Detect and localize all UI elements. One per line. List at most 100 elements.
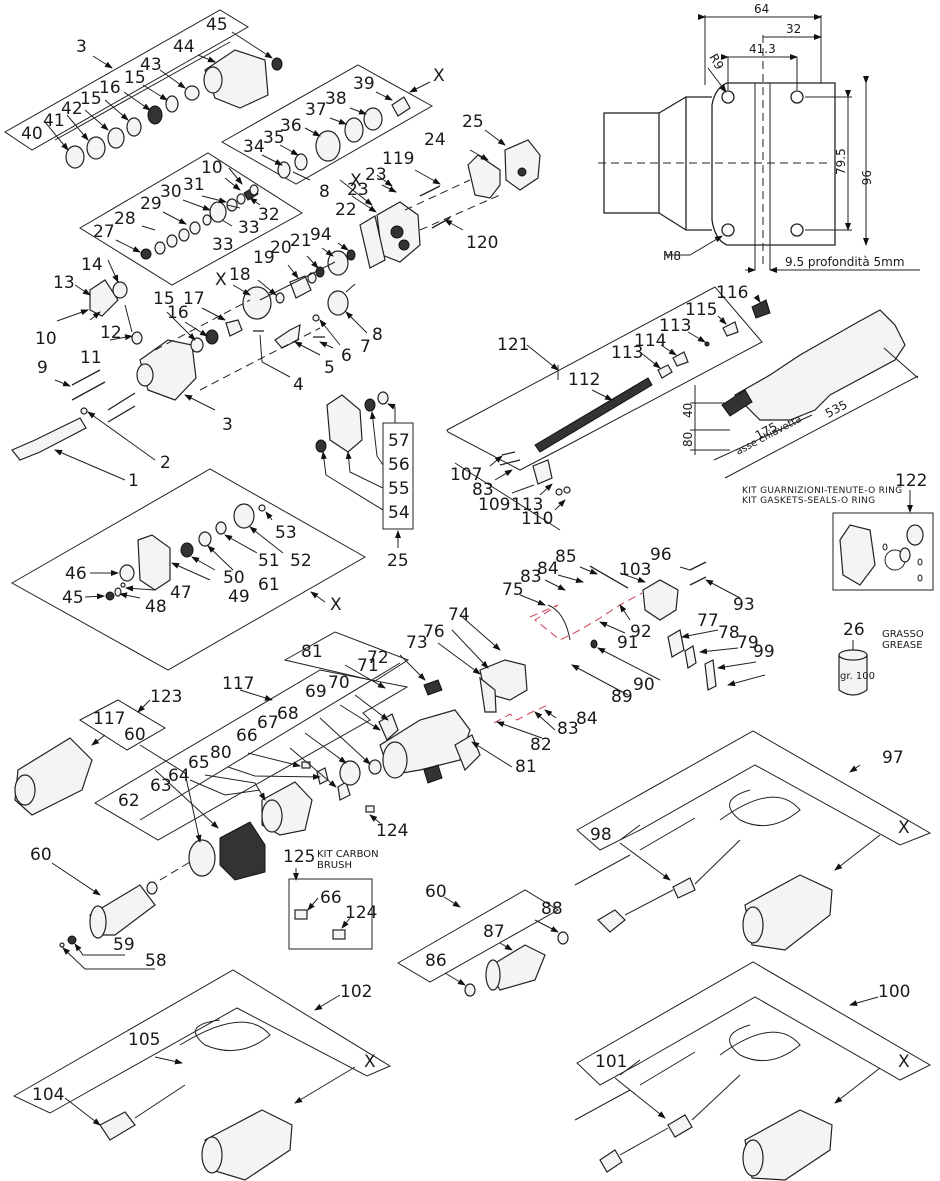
label-119: 119 <box>382 149 414 169</box>
circlip-14 <box>112 281 128 299</box>
label-15: 15 <box>80 89 102 109</box>
kit-outline <box>79 699 166 751</box>
bearing-46 <box>119 564 135 582</box>
bearing-88 <box>557 931 569 945</box>
kit-outline <box>4 9 249 151</box>
bearing-43 <box>184 85 200 101</box>
switch-78 <box>684 645 697 669</box>
label-61: 61 <box>258 575 280 595</box>
kit-outline <box>446 286 763 471</box>
nut-17 <box>225 319 243 337</box>
grease-can <box>838 655 868 696</box>
label-29: 29 <box>140 194 162 214</box>
label-33: 33 <box>238 218 260 238</box>
dimension-79-5: 79.5 <box>834 148 848 175</box>
bearing-37 <box>344 117 364 143</box>
label-10: 10 <box>35 329 57 349</box>
label-113: 113 <box>511 495 543 515</box>
label-83: 83 <box>557 719 579 739</box>
switch-98 <box>672 877 696 899</box>
label-104: 104 <box>32 1085 64 1105</box>
label-83: 83 <box>520 567 542 587</box>
label-94: 94 <box>310 225 332 245</box>
motor <box>744 874 833 951</box>
label-43: 43 <box>140 55 162 75</box>
label-17: 17 <box>183 289 205 309</box>
label-45: 45 <box>62 588 84 608</box>
label-49: 49 <box>228 587 250 607</box>
label-15: 15 <box>153 289 175 309</box>
oring-34 <box>277 161 291 179</box>
holder-67 <box>337 781 351 801</box>
label-16: 16 <box>99 78 121 98</box>
oring-57 <box>377 391 389 405</box>
label-113: 113 <box>611 343 643 363</box>
label-120: 120 <box>466 233 498 253</box>
label-60: 60 <box>30 845 52 865</box>
label-75: 75 <box>502 580 524 600</box>
label-38: 38 <box>325 89 347 109</box>
oring-2 <box>80 407 88 415</box>
brush-124 <box>365 805 375 813</box>
kit-box <box>288 878 373 950</box>
grease-weight: gr. 100 <box>840 671 875 682</box>
bolt <box>107 392 136 411</box>
label-71: 71 <box>357 656 379 676</box>
label-8: 8 <box>319 182 330 202</box>
label-125: 125 <box>283 847 315 867</box>
threaded-spindle <box>721 389 753 417</box>
label-68: 68 <box>277 704 299 724</box>
label-59: 59 <box>113 935 135 955</box>
label-54: 54 <box>388 503 410 523</box>
label-86: 86 <box>425 951 447 971</box>
label-84: 84 <box>576 709 598 729</box>
label-46: 46 <box>65 564 87 584</box>
bearing-50 <box>180 542 194 558</box>
label-107: 107 <box>450 465 482 485</box>
kit-outline <box>576 961 932 1086</box>
label-63: 63 <box>150 776 172 796</box>
label-55: 55 <box>388 479 410 499</box>
ring-35 <box>294 153 308 171</box>
group-rear-cover: 57 56 55 54 25 <box>315 391 414 571</box>
depth-note: 9.5 profondità 5mm <box>785 255 905 269</box>
label-34: 34 <box>243 137 265 157</box>
label-56: 56 <box>388 455 410 475</box>
label-92: 92 <box>630 622 652 642</box>
label-80: 80 <box>210 743 232 763</box>
label-23: 23 <box>365 165 387 185</box>
cable-loop <box>719 1024 801 1062</box>
spring-59 <box>67 935 77 945</box>
dimension-535: 535 <box>823 398 850 421</box>
connector-115 <box>722 321 739 337</box>
label-72: 72 <box>367 648 389 668</box>
label-23: 23 <box>347 180 369 200</box>
label-89: 89 <box>611 687 633 707</box>
label-117: 117 <box>222 674 254 694</box>
kit-outline <box>576 730 932 851</box>
label-96: 96 <box>650 545 672 565</box>
gear-x <box>242 286 272 320</box>
bearing-45 <box>271 57 283 71</box>
label-2: 2 <box>160 453 171 473</box>
label-87: 87 <box>483 922 505 942</box>
label-41: 41 <box>43 111 65 131</box>
kit-carbon-label: KIT CARBON <box>317 849 379 860</box>
bearing-56 <box>364 398 376 412</box>
ring-18 <box>275 292 285 304</box>
grease-label-en: GREASE <box>882 640 923 651</box>
label-24: 24 <box>424 130 446 150</box>
housing-49 <box>137 534 171 591</box>
label-x: X <box>364 1052 376 1072</box>
label-x: X <box>898 818 910 838</box>
group-armature: 60 59 58 <box>30 845 191 971</box>
label-109: 109 <box>478 495 510 515</box>
switch-77 <box>667 629 685 658</box>
washer-41 <box>86 136 106 160</box>
label-124: 124 <box>376 821 408 841</box>
label-5: 5 <box>324 358 335 378</box>
plug <box>597 909 626 933</box>
group-armature-kit: 60 88 87 86 <box>397 882 569 997</box>
bearing-16 <box>147 105 163 125</box>
dimension-40: 40 <box>681 403 695 418</box>
